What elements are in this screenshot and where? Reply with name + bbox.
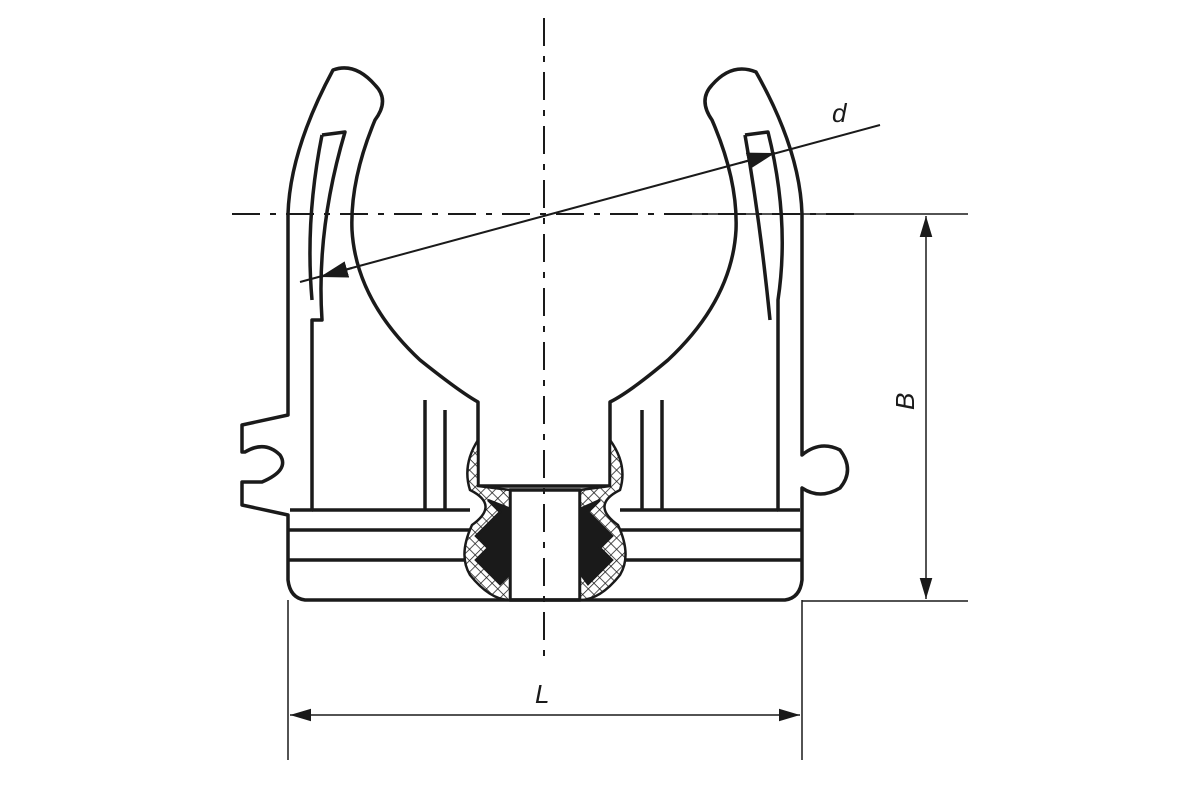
diameter-label: d [832,98,848,128]
left-inner-slot [290,130,347,512]
center-lines [232,18,858,665]
length-dimension [287,600,803,760]
elastic-inserts [463,435,627,602]
diameter-arrow-left [319,261,353,278]
clip-body [240,66,850,602]
clip-outer-contour [240,66,850,602]
right-inner-slot [744,130,800,512]
height-dimension [690,213,968,602]
diameter-dimension [299,124,881,283]
length-label: L [535,679,549,709]
diameter-arrow-right [739,152,776,169]
height-label: B [890,393,920,410]
left-insert-solid [474,498,510,586]
left-inner-channel [308,134,324,301]
diameter-line [299,124,881,283]
right-insert-solid [580,498,614,586]
right-inner-channel [743,134,772,321]
